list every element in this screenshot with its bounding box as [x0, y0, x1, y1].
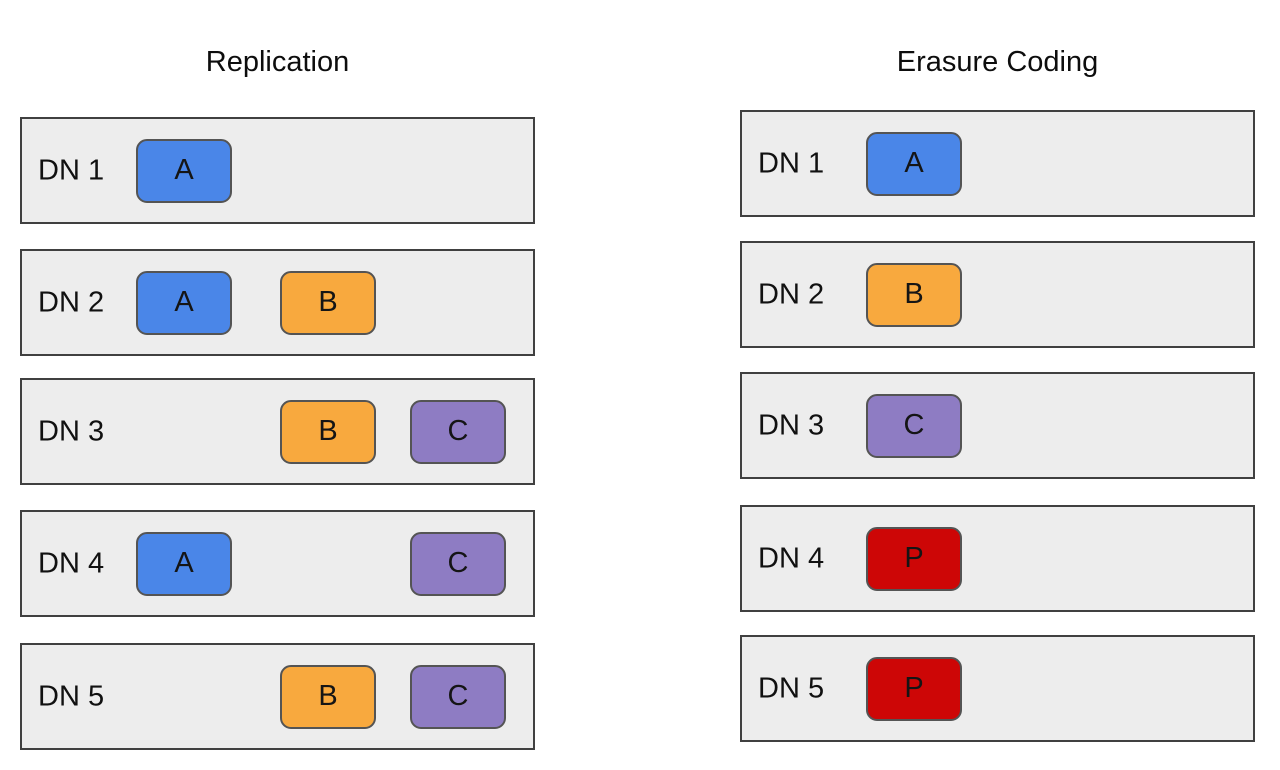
replication-title: Replication — [205, 46, 350, 78]
block-label: C — [447, 415, 469, 447]
block-c: C — [410, 399, 506, 464]
block-label: B — [318, 680, 338, 712]
datanode-label: DN 5 — [758, 672, 825, 704]
block-label: C — [903, 409, 925, 441]
datanode-label: DN 2 — [758, 278, 825, 310]
datanode-label: DN 1 — [38, 154, 105, 186]
block-c: C — [410, 531, 506, 596]
block-label: P — [904, 542, 924, 574]
block-label: A — [174, 547, 194, 579]
datanode-label: DN 1 — [758, 147, 825, 179]
erasure-coding-title: Erasure Coding — [896, 46, 1099, 78]
block-label: B — [318, 415, 338, 447]
block-b: B — [280, 270, 376, 335]
block-b: B — [280, 664, 376, 729]
block-c: C — [410, 664, 506, 729]
block-label: B — [318, 286, 338, 318]
block-label: A — [174, 154, 194, 186]
block-b: B — [866, 262, 962, 327]
block-b: B — [280, 399, 376, 464]
datanode-row: DN 1 A — [20, 117, 535, 224]
datanode-row: DN 1 A — [740, 110, 1255, 217]
block-p: P — [866, 526, 962, 591]
block-label: A — [174, 286, 194, 318]
datanode-row: DN 2 A B — [20, 249, 535, 356]
datanode-label: DN 3 — [758, 409, 825, 441]
datanode-row: DN 4 P — [740, 505, 1255, 612]
block-p: P — [866, 656, 962, 721]
block-c: C — [866, 393, 962, 458]
datanode-label: DN 5 — [38, 680, 105, 712]
block-label: C — [447, 547, 469, 579]
datanode-label: DN 3 — [38, 415, 105, 447]
datanode-row: DN 2 B — [740, 241, 1255, 348]
block-label: B — [904, 278, 924, 310]
datanode-label: DN 2 — [38, 286, 105, 318]
datanode-row: DN 4 A C — [20, 510, 535, 617]
block-label: C — [447, 680, 469, 712]
block-label: P — [904, 672, 924, 704]
block-label: A — [904, 147, 924, 179]
datanode-row: DN 3 B C — [20, 378, 535, 485]
datanode-label: DN 4 — [38, 547, 105, 579]
datanode-label: DN 4 — [758, 542, 825, 574]
block-a: A — [866, 131, 962, 196]
datanode-row: DN 5 P — [740, 635, 1255, 742]
block-a: A — [136, 138, 232, 203]
block-a: A — [136, 531, 232, 596]
block-a: A — [136, 270, 232, 335]
datanode-row: DN 5 B C — [20, 643, 535, 750]
datanode-row: DN 3 C — [740, 372, 1255, 479]
